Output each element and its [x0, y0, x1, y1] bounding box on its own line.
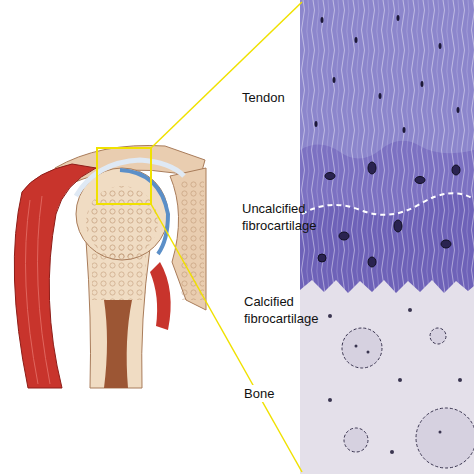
humerus-shaft [86, 240, 150, 388]
chondrocytes [318, 162, 460, 267]
zoom-line [151, 204, 302, 472]
zoom-square [97, 148, 151, 204]
osteocytes [328, 308, 462, 454]
teres-muscle [150, 262, 171, 330]
tidemark [302, 193, 472, 215]
articular-cartilage [120, 170, 168, 254]
rotator-cuff-tendon [76, 160, 184, 196]
shoulder-anatomy [14, 145, 206, 388]
histology-column [300, 0, 474, 474]
zoom-callout [97, 2, 302, 472]
zone-label: Calcified fibrocartilage [244, 293, 336, 327]
zone-label: Bone [242, 385, 276, 402]
zoom-line [151, 2, 302, 148]
marrow [104, 300, 132, 388]
zone-label: Uncalcified fibrocartilage [242, 200, 334, 234]
zone-label: Tendon [242, 89, 285, 106]
tendon-nuclei [315, 15, 460, 133]
scapula [170, 168, 206, 310]
osteons [342, 328, 474, 468]
